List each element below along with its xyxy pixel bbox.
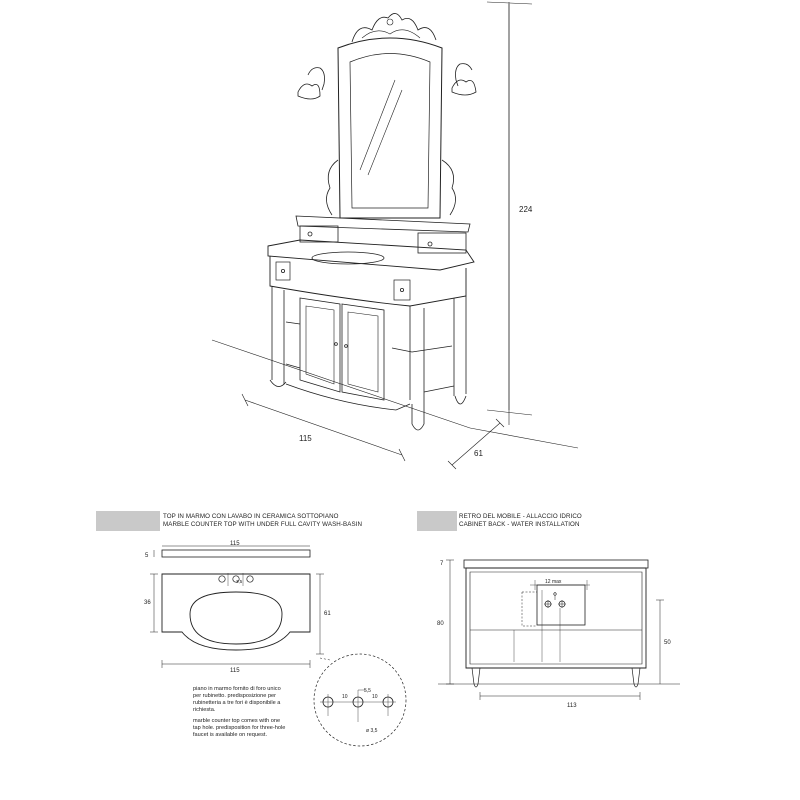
water-connection-box bbox=[536, 584, 586, 626]
note-italian: piano in marmo fornito di foro unico per… bbox=[193, 686, 281, 714]
height-label: 224 bbox=[519, 205, 533, 214]
vanity-elevation bbox=[211, 1, 579, 470]
top-offset-label: 7 bbox=[440, 561, 444, 567]
note-it-line: rubinetteria a tre fori è disponibile a bbox=[193, 700, 281, 706]
section-back-title: RETRO DEL MOBILE - ALLACCIO IDRICO CABIN… bbox=[459, 513, 582, 529]
hole-dim-label: 3,5 bbox=[236, 579, 243, 584]
detail-circle bbox=[313, 653, 407, 747]
section-top-tab bbox=[96, 511, 160, 531]
section-top-title: TOP IN MARMO CON LAVABO IN CERAMICA SOTT… bbox=[163, 513, 362, 529]
note-it-line: piano in marmo fornito di foro unico bbox=[193, 686, 281, 692]
section-back-title-it: RETRO DEL MOBILE - ALLACCIO IDRICO bbox=[459, 513, 582, 520]
counter-top-plan bbox=[150, 545, 407, 747]
section-top-title-it: TOP IN MARMO CON LAVABO IN CERAMICA SOTT… bbox=[163, 513, 339, 520]
bottom-width-label: 115 bbox=[230, 668, 240, 674]
detail-offset: 5,5 bbox=[364, 688, 371, 694]
cabinet-back bbox=[438, 559, 680, 700]
note-en-line: tap hole. predisposition for three-hole bbox=[193, 725, 286, 731]
height-right-label: 50 bbox=[664, 640, 671, 646]
top-width-label: 115 bbox=[230, 541, 240, 547]
wall-lamp-right bbox=[451, 63, 477, 96]
counter-top bbox=[267, 239, 475, 271]
detail-spacing-right: 10 bbox=[372, 694, 378, 700]
note-it-line: per rubinetto. predisposizione per bbox=[193, 693, 277, 699]
detail-spacing-left: 10 bbox=[342, 694, 348, 700]
bottom-width-label-back: 113 bbox=[567, 703, 577, 709]
wall-lamp-left bbox=[297, 67, 325, 100]
basin-outline bbox=[189, 591, 283, 645]
section-back-title-en: CABINET BACK - WATER INSTALLATION bbox=[459, 521, 580, 528]
box-width-label: 12 max bbox=[545, 579, 562, 585]
width-dim-line bbox=[244, 399, 403, 456]
note-en-line: marble counter top comes with one bbox=[193, 718, 281, 724]
note-it-line: richiesta. bbox=[193, 707, 216, 713]
depth-left-label: 36 bbox=[144, 600, 151, 606]
note-en-line: faucet is available on request. bbox=[193, 732, 268, 738]
section-back-tab bbox=[417, 511, 457, 531]
depth-label: 61 bbox=[474, 449, 483, 458]
depth-dim-line bbox=[451, 422, 501, 466]
width-label: 115 bbox=[299, 434, 312, 443]
depth-right-label: 61 bbox=[324, 611, 331, 617]
thickness-label: 5 bbox=[145, 553, 149, 559]
detail-diameter: ø 3,5 bbox=[366, 728, 378, 734]
wash-basin bbox=[311, 251, 385, 265]
height-left-label: 80 bbox=[437, 621, 444, 627]
mirror bbox=[326, 13, 456, 219]
section-top-title-en: MARBLE COUNTER TOP WITH UNDER FULL CAVIT… bbox=[163, 521, 363, 528]
note-english: marble counter top comes with one tap ho… bbox=[193, 718, 285, 739]
